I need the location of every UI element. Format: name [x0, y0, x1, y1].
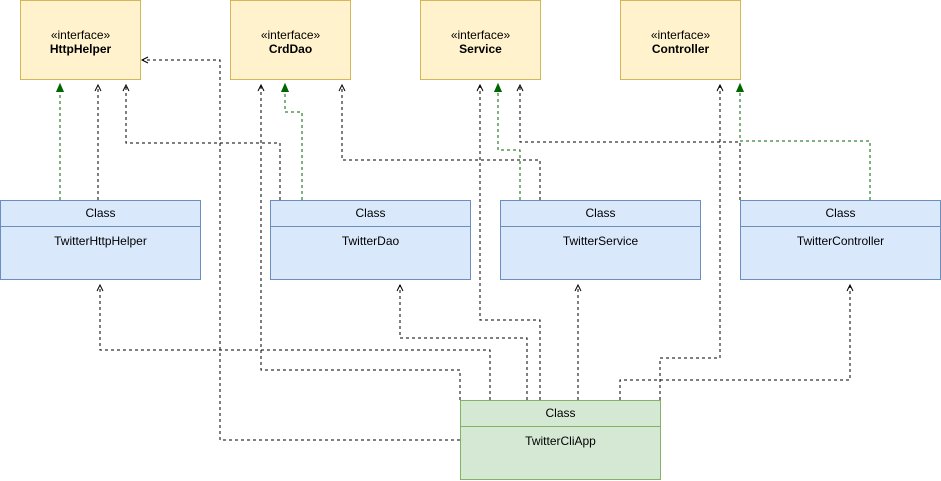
class-header: Class — [1, 201, 200, 227]
interface-name: Controller — [651, 42, 710, 56]
class-twitterhttphelper: Class TwitterHttpHelper — [0, 200, 201, 280]
class-name: TwitterCliApp — [525, 434, 596, 448]
dependency-app-to-httphelper — [140, 56, 460, 441]
class-name: TwitterController — [796, 234, 885, 248]
dependency-app-to-crddao — [257, 83, 461, 400]
class-twitterservice: Class TwitterService — [500, 200, 701, 280]
dependency-service-to-crddao — [338, 83, 541, 200]
realization-controller — [740, 85, 871, 200]
class-name: TwitterDao — [341, 234, 400, 248]
dependency-app-to-twittercontroller — [619, 283, 854, 400]
interface-name: CrdDao — [268, 42, 313, 56]
dependency-app-to-controller — [659, 83, 724, 400]
interface-stereotype: «interface» — [450, 28, 511, 42]
class-header: Class — [741, 201, 940, 227]
dependency-app-to-twitterdao — [396, 283, 528, 400]
dependency-app-to-service — [476, 83, 541, 400]
interface-stereotype: «interface» — [650, 28, 711, 42]
class-header: Class — [501, 201, 700, 227]
class-twittercliapp: Class TwitterCliApp — [460, 400, 661, 480]
interface-name: HttpHelper — [49, 42, 112, 56]
interface-name: Service — [459, 42, 502, 56]
realization-service — [498, 85, 521, 200]
class-twitterdao: Class TwitterDao — [270, 200, 471, 280]
dependency-dao-to-httphelper — [122, 83, 281, 200]
interface-crddao: «interface» CrdDao — [230, 0, 351, 80]
class-header: Class — [271, 201, 470, 227]
class-name: TwitterHttpHelper — [54, 234, 147, 248]
class-twittercontroller: Class TwitterController — [740, 200, 941, 280]
realization-crddao — [285, 85, 303, 200]
class-name: TwitterService — [562, 234, 639, 248]
dependency-controller-to-service — [516, 83, 741, 200]
class-header: Class — [461, 401, 660, 427]
dependency-app-to-twitterhttphelper — [96, 283, 491, 400]
interface-stereotype: «interface» — [50, 28, 111, 42]
interface-service: «interface» Service — [420, 0, 541, 80]
interface-stereotype: «interface» — [260, 28, 321, 42]
interface-httphelper: «interface» HttpHelper — [20, 0, 141, 80]
interface-controller: «interface» Controller — [620, 0, 741, 80]
